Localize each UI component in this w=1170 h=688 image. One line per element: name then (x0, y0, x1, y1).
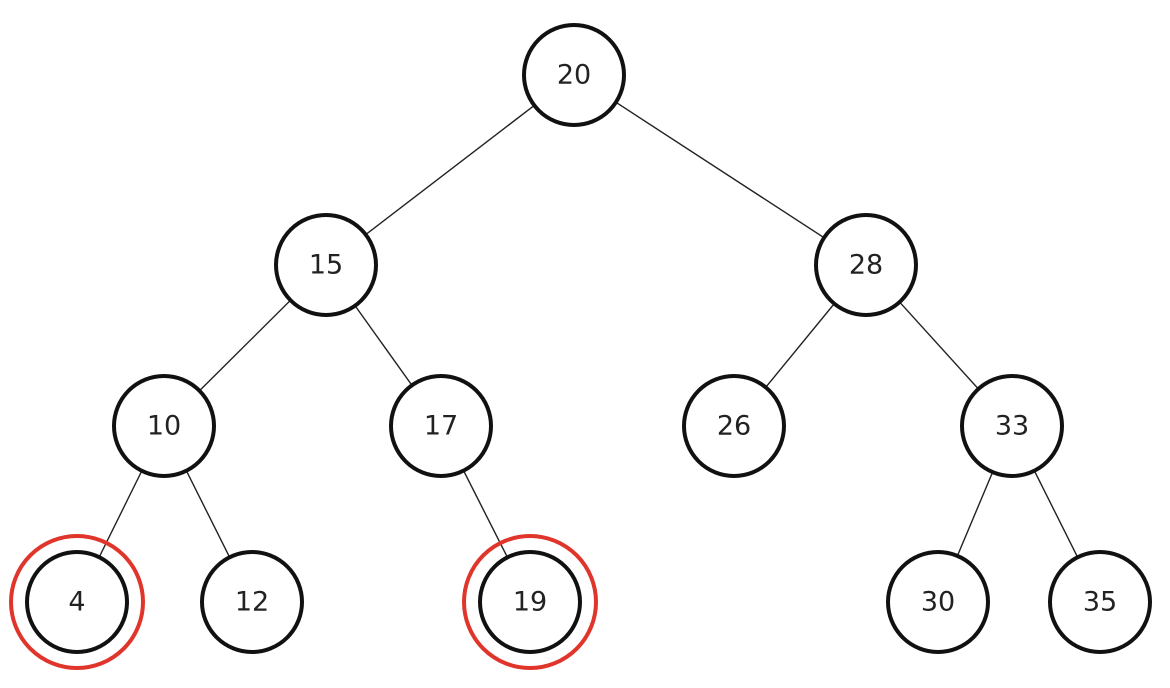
node-circle-28 (814, 213, 918, 317)
node-circle-10 (112, 374, 216, 478)
tree-node-33: 33 (960, 374, 1064, 478)
edges-layer (76, 74, 1101, 603)
tree-node-35: 35 (1048, 550, 1152, 654)
tree-node-28: 28 (814, 213, 918, 317)
node-circle-4 (25, 550, 129, 654)
node-label-33: 33 (995, 411, 1029, 442)
highlight-layer (9, 534, 598, 670)
node-circle-30 (886, 550, 990, 654)
node-label-10: 10 (147, 411, 181, 442)
node-circle-26 (682, 374, 786, 478)
nodes-layer: 20 15 28 10 17 26 33 4 12 19 30 35 (25, 23, 1152, 654)
node-circle-17 (389, 374, 493, 478)
tree-node-4: 4 (25, 550, 129, 654)
node-label-12: 12 (235, 587, 269, 618)
node-label-35: 35 (1083, 587, 1117, 618)
tree-node-15: 15 (274, 213, 378, 317)
highlight-ring-19 (462, 534, 598, 670)
tree-node-19: 19 (478, 550, 582, 654)
node-circle-12 (200, 550, 304, 654)
tree-node-17: 17 (389, 374, 493, 478)
node-circle-19 (478, 550, 582, 654)
tree-node-30: 30 (886, 550, 990, 654)
node-label-17: 17 (424, 411, 458, 442)
tree-node-12: 12 (200, 550, 304, 654)
node-label-28: 28 (849, 250, 883, 281)
node-label-19: 19 (513, 587, 547, 618)
node-label-30: 30 (921, 587, 955, 618)
node-circle-15 (274, 213, 378, 317)
node-circle-33 (960, 374, 1064, 478)
node-circle-20 (522, 23, 626, 127)
node-label-15: 15 (309, 250, 343, 281)
edge-n20-n28 (573, 74, 867, 266)
tree-node-26: 26 (682, 374, 786, 478)
tree-node-10: 10 (112, 374, 216, 478)
edge-n20-n15 (325, 74, 575, 266)
node-circle-35 (1048, 550, 1152, 654)
node-label-26: 26 (717, 411, 751, 442)
highlight-ring-4 (9, 534, 145, 670)
node-label-20: 20 (557, 60, 591, 91)
node-label-4: 4 (68, 587, 85, 618)
tree-node-20: 20 (522, 23, 626, 127)
